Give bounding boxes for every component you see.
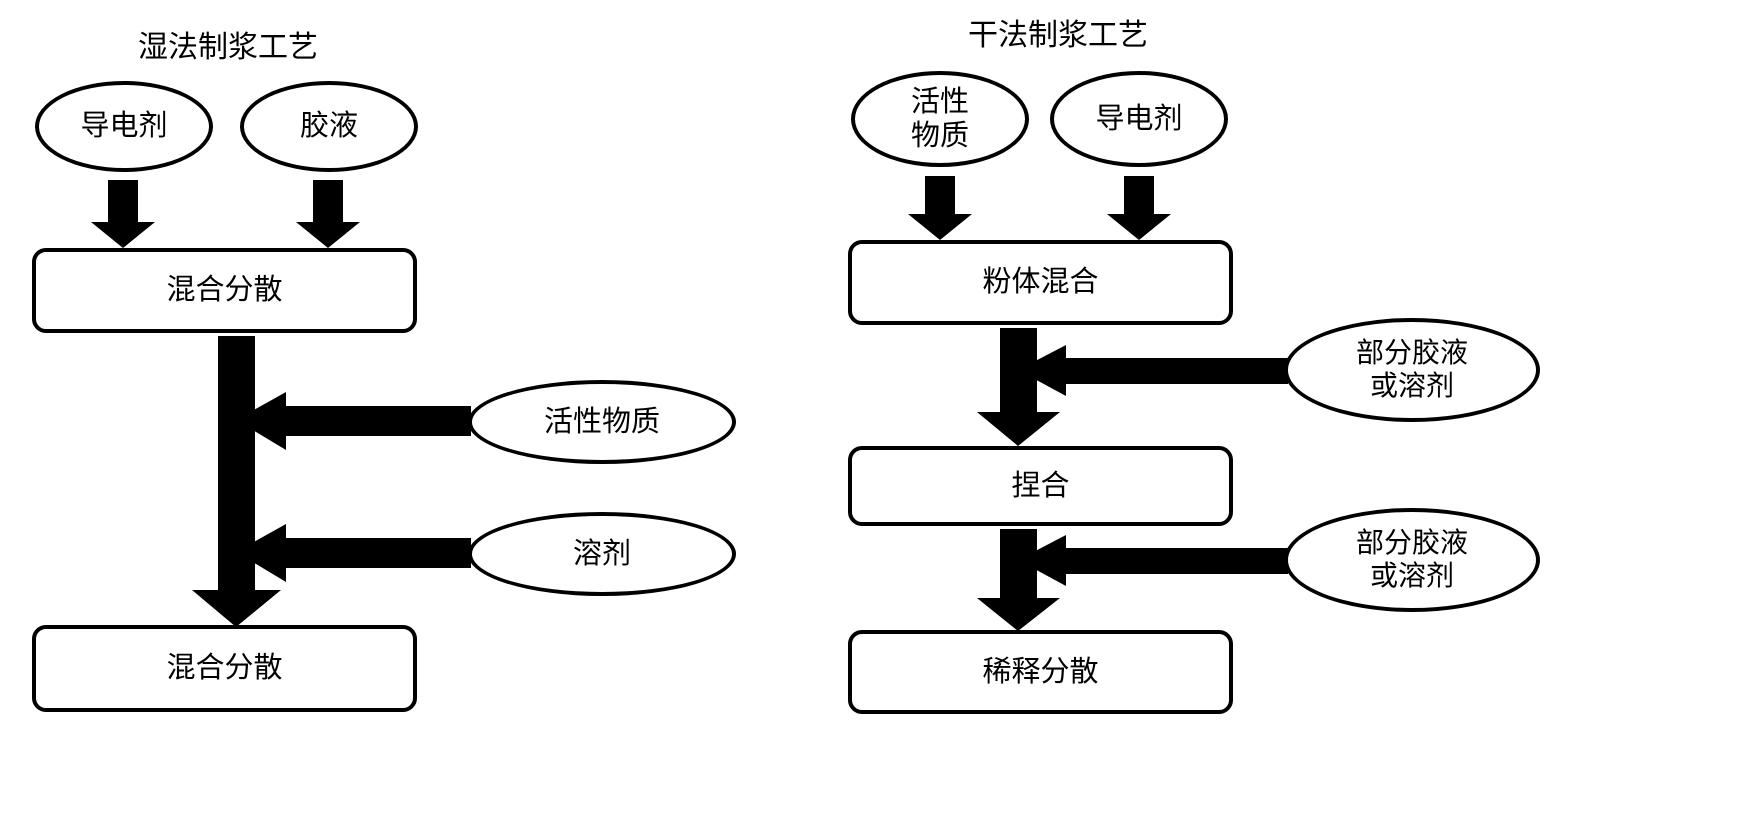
wet-arrow-active-into-stream: [236, 392, 471, 450]
node-dry-conductive-agent[interactable]: 导电剂: [1050, 71, 1228, 167]
node-label: 活性 物质: [910, 85, 969, 152]
wet-process-title: 湿法制浆工艺: [138, 31, 318, 64]
wet-arrow-solvent-into-stream: [236, 524, 471, 582]
node-wet-conductive-agent[interactable]: 导电剂: [35, 81, 213, 172]
wet-arrow-mix1-to-mix2: [192, 336, 281, 627]
dry-arrow-binder1-into-stream: [1018, 345, 1288, 396]
node-wet-mix-disperse-1[interactable]: 混合分散: [32, 248, 417, 333]
node-dry-powder-mixing[interactable]: 粉体混合: [848, 240, 1233, 325]
node-label: 混合分散: [166, 274, 283, 307]
dry-process-title: 干法制浆工艺: [968, 19, 1148, 52]
node-label: 部分胶液 或溶剂: [1355, 337, 1468, 402]
dry-arrow-binder2-into-stream: [1018, 535, 1288, 586]
node-wet-solvent[interactable]: 溶剂: [468, 512, 736, 596]
node-label: 捏合: [1011, 469, 1070, 502]
node-label: 导电剂: [1095, 102, 1183, 135]
node-label: 活性物质: [543, 405, 660, 438]
dry-arrow-conductive-to-powder: [1107, 176, 1171, 240]
node-dry-partial-binder-1[interactable]: 部分胶液 或溶剂: [1284, 318, 1540, 422]
wet-arrow-binder-to-mix: [296, 180, 360, 248]
node-label: 导电剂: [80, 110, 168, 143]
dry-arrow-powder-to-knead: [977, 328, 1060, 446]
node-dry-partial-binder-2[interactable]: 部分胶液 或溶剂: [1284, 508, 1540, 612]
node-label: 混合分散: [166, 652, 283, 685]
node-wet-mix-disperse-2[interactable]: 混合分散: [32, 625, 417, 712]
node-dry-dilution-dispersion[interactable]: 稀释分散: [848, 630, 1233, 714]
wet-arrow-conductive-to-mix: [91, 180, 155, 248]
node-dry-active-material[interactable]: 活性 物质: [851, 71, 1029, 167]
node-label: 胶液: [299, 110, 358, 143]
node-label: 溶剂: [572, 537, 631, 570]
dry-arrow-knead-to-dilution: [977, 529, 1060, 631]
node-dry-kneading[interactable]: 捏合: [848, 446, 1233, 526]
node-label: 部分胶液 或溶剂: [1355, 527, 1468, 592]
node-wet-binder-solution[interactable]: 胶液: [240, 81, 418, 172]
node-label: 稀释分散: [982, 655, 1099, 688]
dry-arrow-active-to-powder: [908, 176, 972, 240]
node-wet-active-material[interactable]: 活性物质: [468, 380, 736, 464]
node-label: 粉体混合: [982, 266, 1099, 299]
